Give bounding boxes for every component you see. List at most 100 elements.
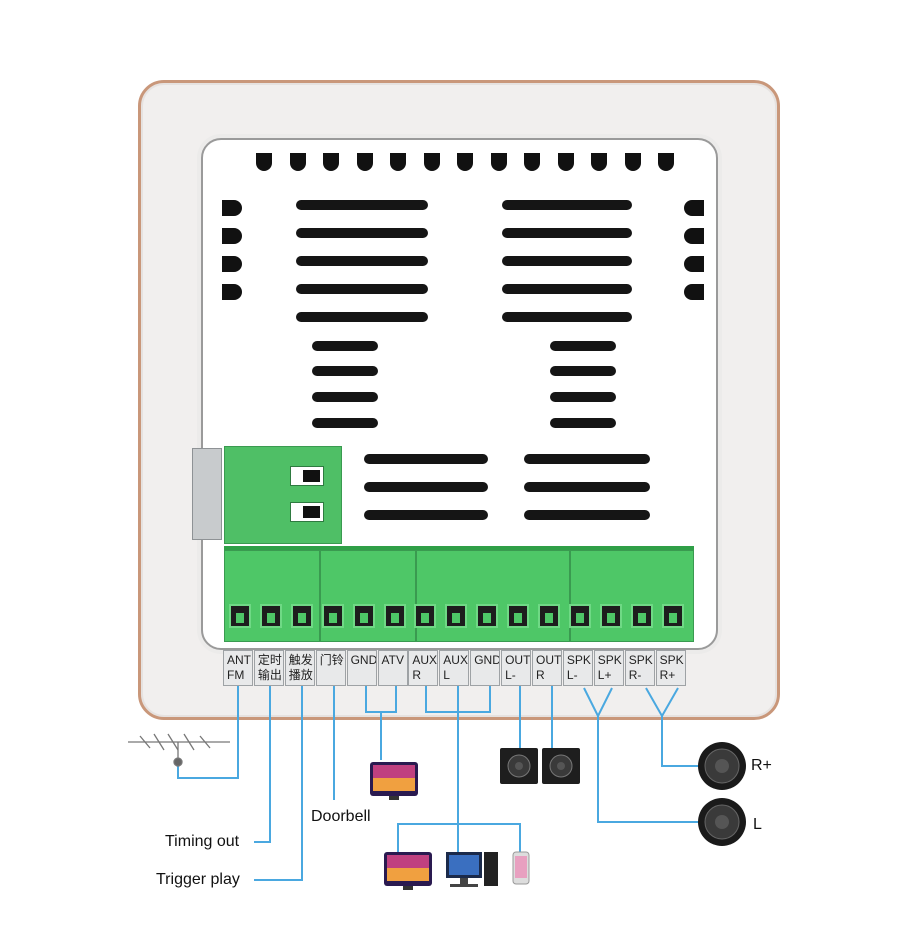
top-tab — [323, 153, 339, 171]
vent-slot — [312, 341, 378, 351]
top-tab — [524, 153, 540, 171]
vent-slot — [550, 418, 616, 428]
active-speaker-left-icon — [500, 748, 538, 784]
top-tab — [457, 153, 473, 171]
terminal-label-spk-r+: SPK R+ — [655, 650, 686, 686]
terminal-screw-atv[interactable] — [383, 604, 406, 628]
vent-slot — [364, 454, 488, 464]
desktop-computer-icon — [446, 852, 498, 887]
top-tab — [591, 153, 607, 171]
terminal-screw-aux-l[interactable] — [445, 604, 468, 628]
side-slot-right — [684, 200, 704, 216]
terminal-screw-spk-r+[interactable] — [661, 604, 684, 628]
fm-antenna-icon — [128, 733, 230, 767]
terminal-label-gnd-1: GND — [346, 650, 377, 686]
vent-slot — [296, 256, 428, 266]
terminal-screw-aux-r[interactable] — [414, 604, 437, 628]
terminal-label-trigger: 触发 播放 — [284, 650, 315, 686]
callout-speaker-r: R+ — [751, 757, 772, 774]
vent-slot — [296, 200, 428, 210]
top-tab — [490, 153, 507, 171]
tv-aux-icon — [384, 852, 432, 890]
terminal-screw-gnd-1[interactable] — [352, 604, 375, 628]
side-slot-right — [684, 284, 704, 300]
terminal-label-out-r: OUT R — [532, 650, 562, 686]
top-tab — [356, 153, 373, 171]
vent-slot — [550, 366, 616, 376]
top-tab — [557, 153, 574, 171]
callout-doorbell: Doorbell — [311, 808, 371, 825]
dip-switch-block — [224, 446, 342, 544]
terminal-label-aux-r: AUX R — [408, 650, 439, 686]
vent-slot — [502, 312, 632, 322]
terminal-screw-gnd-2[interactable] — [476, 604, 499, 628]
vent-slot — [502, 256, 632, 266]
vent-slot — [502, 228, 632, 238]
terminal-screw-out-r[interactable] — [538, 604, 560, 628]
terminal-label-spk-r-: SPK R- — [624, 650, 655, 686]
vent-slot — [312, 418, 378, 428]
wire-aux — [397, 686, 521, 852]
callout-speaker-l: L — [753, 816, 762, 833]
terminal-screw-spk-l-[interactable] — [568, 604, 591, 628]
side-slot-left — [222, 200, 242, 216]
side-slot-left — [222, 228, 242, 244]
top-tab — [289, 153, 306, 171]
callout-timing-out: Timing out — [165, 833, 240, 850]
vent-slot — [502, 200, 632, 210]
terminal-screw-doorbell[interactable] — [321, 604, 344, 628]
terminal-screw-trigger[interactable] — [290, 604, 313, 628]
wire-spk-r — [645, 687, 700, 767]
terminal-label-atv: ATV — [377, 650, 408, 686]
vent-slot — [364, 482, 488, 492]
ceiling-speaker-l-icon — [698, 798, 746, 846]
terminal-label-aux-l: AUX L — [439, 650, 470, 686]
ceiling-speaker-r-icon — [698, 742, 746, 790]
terminal-label-doorbell: 门铃 — [315, 650, 346, 686]
top-tab — [423, 153, 440, 171]
terminal-screw-out-l[interactable] — [507, 604, 530, 628]
wire-trigger-play — [254, 686, 303, 881]
vent-slot — [312, 392, 378, 402]
top-tab — [390, 153, 406, 171]
terminal-label-ant-fm: ANT FM — [223, 650, 253, 686]
vent-slot — [502, 284, 632, 294]
terminal-label-gnd-2: GND — [470, 650, 501, 686]
terminal-screw-ant-fm[interactable] — [229, 604, 251, 628]
side-slot-right — [684, 228, 704, 244]
wire-spk-l — [583, 687, 700, 823]
wire-ant-fm — [177, 686, 239, 779]
mounting-clip — [192, 448, 222, 540]
vent-slot — [550, 392, 616, 402]
vent-slot — [364, 510, 488, 520]
wire-gnd-atv — [365, 686, 397, 760]
vent-slot — [524, 482, 650, 492]
vent-slot — [296, 312, 428, 322]
terminal-label-timing: 定时 输出 — [253, 650, 284, 686]
vent-slot — [296, 228, 428, 238]
terminal-label-spk-l-: SPK L- — [562, 650, 593, 686]
tv-icon — [370, 762, 418, 800]
top-tab — [624, 153, 641, 171]
dip-switch-2[interactable] — [290, 502, 324, 522]
terminal-screw-spk-r-[interactable] — [630, 604, 653, 628]
side-slot-left — [222, 256, 242, 272]
vent-slot — [524, 454, 650, 464]
dip-switch-1[interactable] — [290, 466, 324, 486]
terminal-screw-spk-l+[interactable] — [599, 604, 622, 628]
terminal-screw-timing[interactable] — [259, 604, 282, 628]
active-speaker-right-icon — [542, 748, 580, 784]
terminal-label-spk-l+: SPK L+ — [593, 650, 624, 686]
vent-slot — [550, 341, 616, 351]
callout-trigger-play: Trigger play — [156, 871, 240, 888]
side-slot-left — [222, 284, 242, 300]
side-slot-right — [684, 256, 704, 272]
terminal-label-out-l: OUT L- — [501, 650, 532, 686]
vent-slot — [524, 510, 650, 520]
vent-slot — [296, 284, 428, 294]
top-tab — [658, 153, 674, 171]
wire-timing-out — [254, 686, 271, 843]
mobile-phone-icon — [512, 851, 530, 885]
vent-slot — [312, 366, 378, 376]
